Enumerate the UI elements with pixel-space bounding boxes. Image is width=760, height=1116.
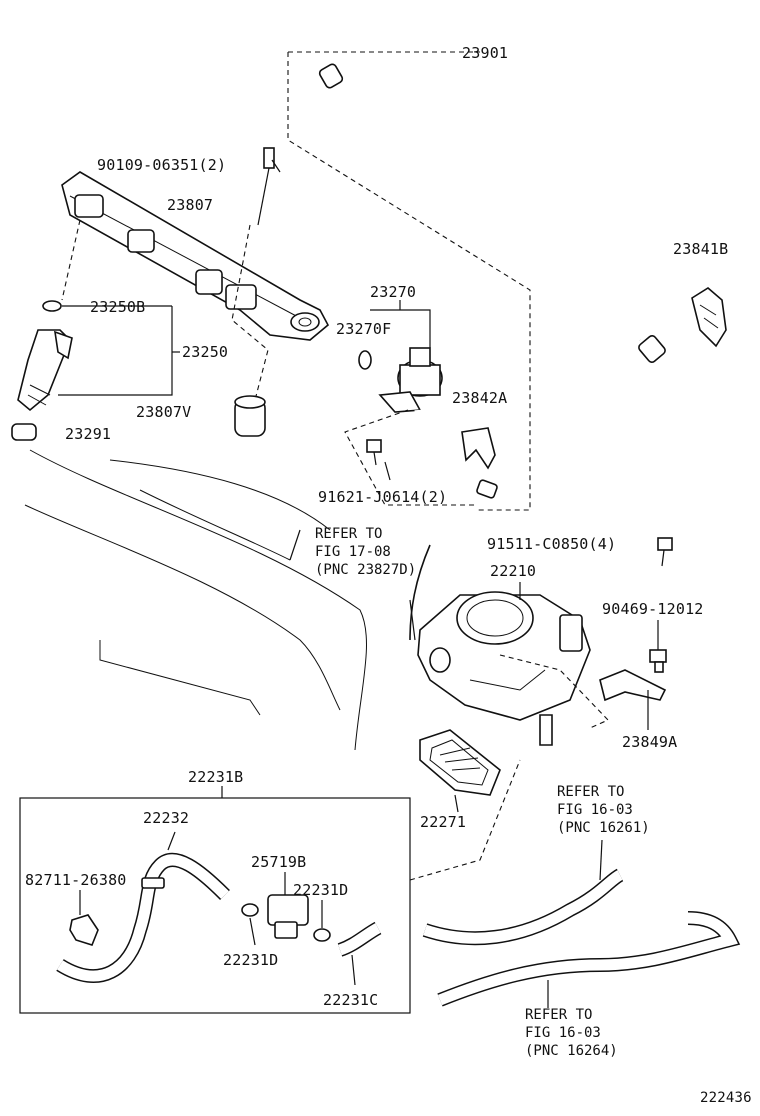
bolt-91621 [366, 439, 382, 466]
callout-91511: 91511-C0850(4) [487, 535, 617, 553]
callout-22231d-right: 22231D [293, 881, 349, 899]
callout-23807: 23807 [167, 196, 214, 214]
reference-line: FIG 16-03 [557, 802, 633, 818]
callout-23842a: 23842A [452, 389, 508, 407]
reference-line: REFER TO [557, 784, 625, 800]
callout-23807v: 23807V [136, 403, 192, 421]
bolt-90109 [257, 147, 275, 226]
callout-22232: 22232 [143, 809, 190, 827]
reference-line: REFER TO [525, 1007, 593, 1023]
bolt-91511 [657, 537, 673, 567]
callout-90109: 90109-06351(2) [97, 156, 227, 174]
bolt-90469 [649, 649, 667, 673]
hose-22231c [337, 921, 382, 957]
clamp-22231d-right [313, 928, 331, 942]
reference-line: FIG 16-03 [525, 1025, 601, 1041]
hose-ref-16261 [422, 868, 624, 946]
reference-line: (PNC 23827D) [315, 562, 417, 578]
delivery-pipe-23807 [61, 171, 330, 341]
bracket-23849a [599, 669, 667, 702]
vsv-25719b [267, 894, 309, 939]
reference-note-fig-16-03-a: REFER TO FIG 16-03 (PNC 16261) [557, 783, 650, 837]
reference-note-fig-16-03-b: REFER TO FIG 16-03 (PNC 16264) [525, 1006, 618, 1060]
callout-23270: 23270 [370, 283, 417, 301]
callout-23901: 23901 [462, 44, 509, 62]
pressure-regulator-23270 [378, 347, 498, 499]
callout-23849a: 23849A [622, 733, 678, 751]
o-ring-23250b [42, 300, 62, 312]
insulator-23807v [234, 395, 266, 437]
callout-22210: 22210 [490, 562, 537, 580]
fuel-hose-23901 [318, 63, 666, 364]
callout-90469: 90469-12012 [602, 600, 704, 618]
clip-23841b [691, 287, 727, 348]
callout-22231b: 22231B [188, 768, 244, 786]
hose-22232 [56, 852, 230, 983]
callout-23270f: 23270F [336, 320, 392, 338]
callout-22271: 22271 [420, 813, 467, 831]
assembly-box-22231b [19, 797, 411, 1014]
callout-23291: 23291 [65, 425, 112, 443]
callout-23250: 23250 [182, 343, 229, 361]
reference-line: (PNC 16264) [525, 1043, 618, 1059]
reference-line: REFER TO [315, 526, 383, 542]
dashed-guide-23901 [287, 52, 531, 511]
callout-91621: 91621-J0614(2) [318, 488, 448, 506]
callout-23841b: 23841B [673, 240, 729, 258]
throttle-body-22210 [417, 591, 591, 746]
fuel-injector-23250 [17, 329, 73, 412]
o-ring-23270f [358, 350, 372, 370]
insulator-23291 [11, 423, 37, 441]
callout-25719b: 25719B [251, 853, 307, 871]
clamp-22231d-left [241, 903, 259, 917]
clamp-23842a [461, 427, 496, 470]
hose-ref-16264 [437, 911, 741, 1007]
figure-id: 222436 [700, 1090, 752, 1106]
callout-23250b: 23250B [90, 298, 146, 316]
gasket-22271 [419, 729, 501, 796]
reference-line: (PNC 16261) [557, 820, 650, 836]
intake-manifold-outline [24, 449, 367, 751]
clip-82711 [69, 914, 99, 946]
callout-22231d-left: 22231D [223, 951, 279, 969]
callout-22231c: 22231C [323, 991, 379, 1009]
reference-line: FIG 17-08 [315, 544, 391, 560]
reference-note-fig-17-08: REFER TO FIG 17-08 (PNC 23827D) [315, 525, 416, 579]
callout-82711: 82711-26380 [25, 871, 127, 889]
